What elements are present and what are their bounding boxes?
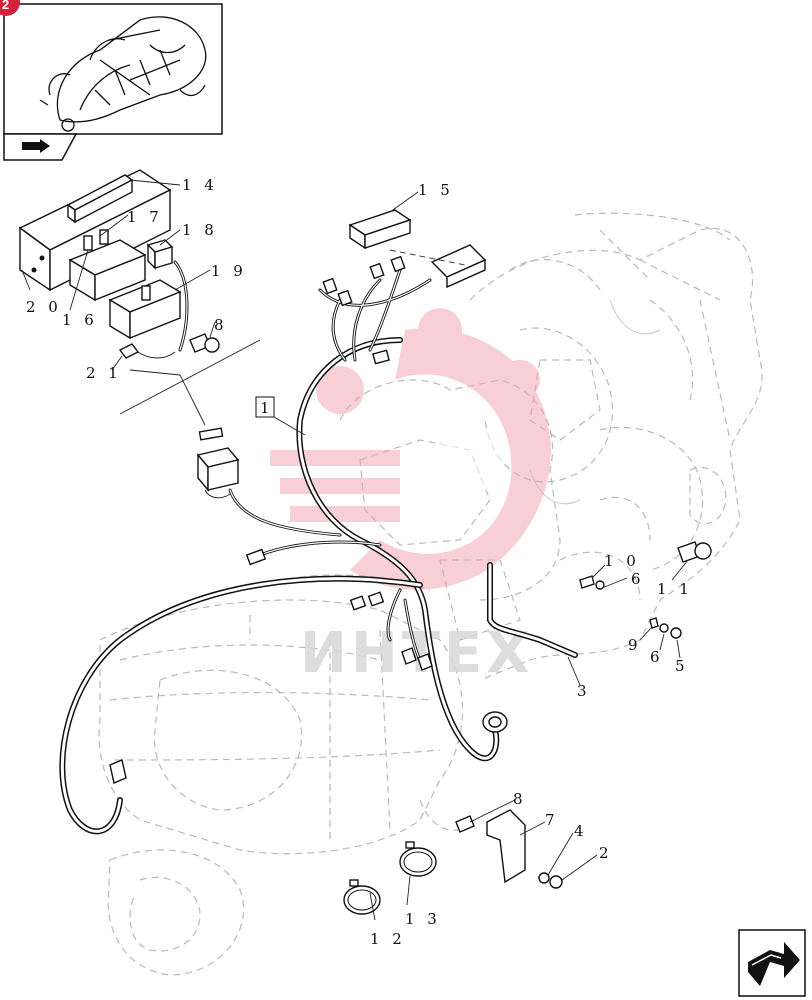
- callout-13: 1 3: [405, 910, 441, 928]
- callout-8b: 8: [513, 790, 527, 808]
- callout-10: 1 0: [604, 552, 640, 570]
- page-badge-text: 2: [2, 0, 9, 12]
- callout-leader-lines: [21, 179, 689, 921]
- callout-2: 2: [599, 844, 613, 862]
- callout-17: 1 7: [127, 208, 163, 226]
- next-page-arrow-icon: [748, 942, 800, 986]
- hardware-bolts-right: [579, 541, 712, 639]
- fuse-box-assembly: [18, 169, 220, 359]
- callout-8a: 8: [214, 316, 228, 334]
- bracket-assembly: [455, 809, 563, 889]
- callout-9: 9: [628, 636, 642, 654]
- callout-12: 1 2: [370, 930, 406, 948]
- callout-6a: 6: [631, 570, 645, 588]
- callout-1-box: [255, 396, 275, 418]
- relay-holder: [196, 427, 240, 499]
- ground-strap: [487, 562, 578, 658]
- wiring-harness: [59, 244, 508, 835]
- callout-19: 1 9: [211, 262, 247, 280]
- transmission-ghost-outline: [98, 212, 763, 976]
- callout-11: 1 1: [657, 580, 693, 598]
- thumbnail-engine-image: [39, 16, 207, 132]
- hose-clamps: [343, 841, 437, 915]
- callout-20: 2 0: [26, 298, 62, 316]
- callout-5: 5: [675, 657, 689, 675]
- overview-thumbnail: [3, 3, 223, 161]
- callout-15-dash: [389, 249, 466, 266]
- callout-4: 4: [574, 822, 588, 840]
- hand-arrow-icon: [22, 139, 50, 153]
- callout-1-leader: [273, 416, 306, 436]
- watermark-text: ИНТЕХ: [300, 621, 533, 686]
- callout-18: 1 8: [182, 221, 218, 239]
- callout-7: 7: [545, 811, 559, 829]
- callout-6b: 6: [650, 648, 664, 666]
- page-badge: 2: [0, 0, 20, 16]
- callout-15: 1 5: [418, 181, 454, 199]
- section-divider-line: [119, 339, 261, 415]
- callout-16: 1 6: [62, 311, 98, 329]
- callout-1: 1: [260, 399, 274, 417]
- callout-14: 1 4: [182, 176, 218, 194]
- callout-3: 3: [577, 682, 591, 700]
- watermark-logo: [270, 308, 551, 590]
- section-pointer-line-2: [129, 369, 181, 376]
- next-page-button[interactable]: [738, 929, 806, 997]
- callout-21: 2 1: [86, 364, 122, 382]
- section-pointer-line: [179, 374, 206, 426]
